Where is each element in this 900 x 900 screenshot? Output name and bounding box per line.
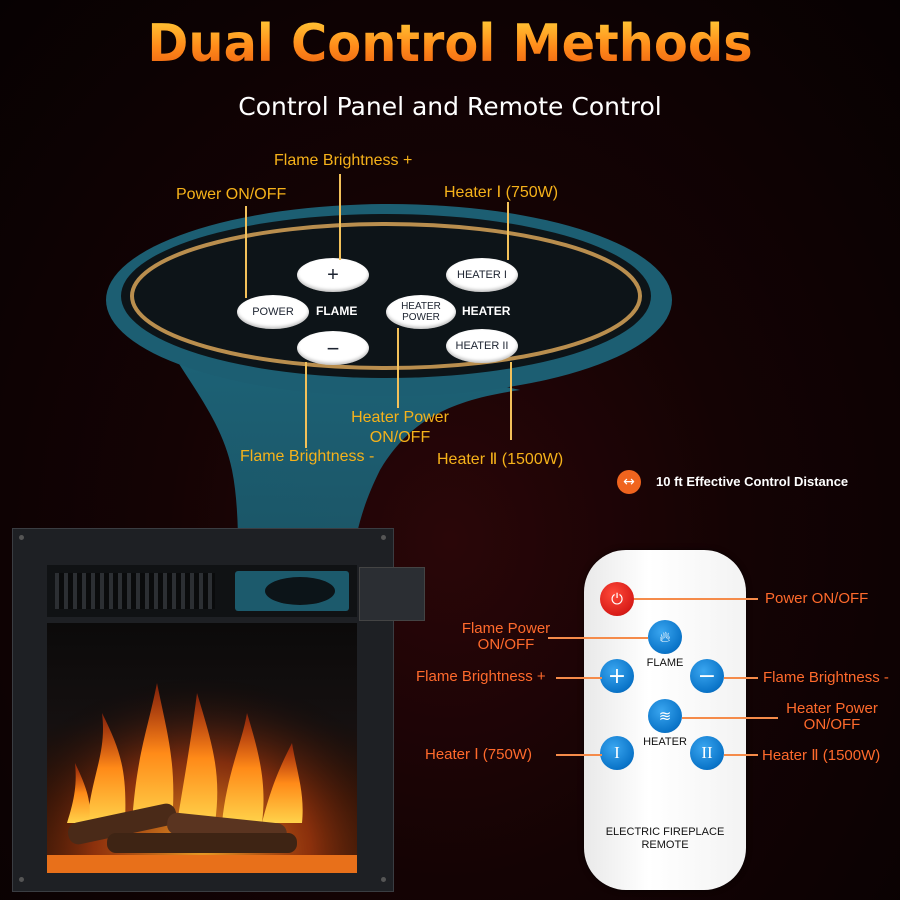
callout-line-heater2 [510,362,512,440]
flame-icon: 🔥︎ [659,628,671,646]
flames-and-logs [47,623,357,873]
panel-flame-plus-button[interactable]: + [297,258,369,292]
remote-heater-label: HEATER [643,736,687,748]
side-bracket [359,567,425,621]
remote-heater1-button[interactable]: I [600,736,634,770]
frame-screw [19,535,24,540]
page-title: Dual Control Methods [23,14,878,74]
frame-screw [381,535,386,540]
double-arrow-icon: ↔ [617,470,641,494]
remote-callout-flame-power-line2: ON/OFF [477,636,535,653]
remote-line-heater-power [682,717,778,719]
remote-callout-heater2: Heater Ⅱ (1500W) [762,747,881,764]
frame-screw [381,877,386,882]
remote-flame-minus-button[interactable]: − [690,659,724,693]
remote-callout-heater1: Heater Ⅰ (750W) [425,746,532,763]
mini-control-panel[interactable] [235,571,349,611]
remote-line-flame-power [548,637,648,639]
panel-flame-label: FLAME [316,304,358,318]
remote-callout-heater-power-line2: ON/OFF [803,716,861,733]
remote-line-power [634,598,758,600]
heater-vent-grille [55,573,215,609]
callout-heater-power: Heater Power ON/OFF [348,408,452,448]
callout-flame-plus: Flame Brightness + [274,152,413,169]
panel-heater2-button[interactable]: HEATER II [446,329,518,363]
remote-flame-button[interactable]: 🔥︎ [648,620,682,654]
remote-flame-label: FLAME [646,657,684,669]
callout-line-power [245,206,247,298]
remote-line-heater1 [556,754,602,756]
distance-badge-text: 10 ft Effective Control Distance [656,474,849,489]
remote-line-flame-minus [724,677,758,679]
callout-line-flame-minus [305,362,307,448]
remote-callout-flame-power: Flame Power ON/OFF [458,621,554,653]
remote-control: ⏻ 🔥︎ FLAME + − ≋ HEATER I II ELECTRIC FI… [584,550,746,890]
remote-heater2-button[interactable]: II [690,736,724,770]
control-panel-zoom [106,204,672,396]
power-icon: ⏻ [611,590,623,608]
mini-panel-oval [265,577,335,605]
remote-line-flame-plus [556,677,602,679]
fireplace-frame [12,528,425,892]
remote-brand-text: ELECTRIC FIREPLACE REMOTE [584,826,746,852]
callout-flame-minus: Flame Brightness - [240,448,375,465]
callout-heater2: Heater Ⅱ (1500W) [437,451,564,468]
remote-brand-line2: REMOTE [641,839,689,851]
remote-callout-power: Power ON/OFF [765,590,869,607]
remote-callout-flame-minus: Flame Brightness - [763,669,889,686]
remote-flame-plus-button[interactable]: + [600,659,634,693]
panel-flame-minus-button[interactable]: − [297,331,369,365]
panel-power-button[interactable]: POWER [237,295,309,329]
heat-waves-icon: ≋ [658,707,672,725]
remote-callout-heater-power-line1: Heater Power [786,700,878,717]
remote-callout-flame-power-line1: Flame Power [461,620,551,637]
callout-power: Power ON/OFF [176,186,287,203]
frame-screw [19,877,24,882]
callout-heater1: Heater Ⅰ (750W) [444,184,559,201]
callout-heater-power-line2: ON/OFF [369,429,431,446]
remote-power-button[interactable]: ⏻ [600,582,634,616]
callout-line-heater1 [507,202,509,260]
firebox [47,623,357,873]
remote-callout-flame-plus: Flame Brightness + [416,668,546,685]
callout-line-flame-plus [339,174,341,260]
remote-brand-line1: ELECTRIC FIREPLACE [605,826,725,838]
remote-callout-heater-power: Heater Power ON/OFF [780,701,884,733]
callout-line-heater-power [397,328,399,408]
panel-heater1-button[interactable]: HEATER I [446,258,518,292]
top-vent-bar [47,565,357,617]
callout-heater-power-line1: Heater Power [351,409,449,426]
remote-line-heater2 [724,754,758,756]
remote-heater-power-button[interactable]: ≋ [648,699,682,733]
page-subtitle: Control Panel and Remote Control [238,92,662,121]
panel-heater-power-button[interactable]: HEATER POWER [386,295,456,329]
panel-heater-label: HEATER [462,304,511,318]
